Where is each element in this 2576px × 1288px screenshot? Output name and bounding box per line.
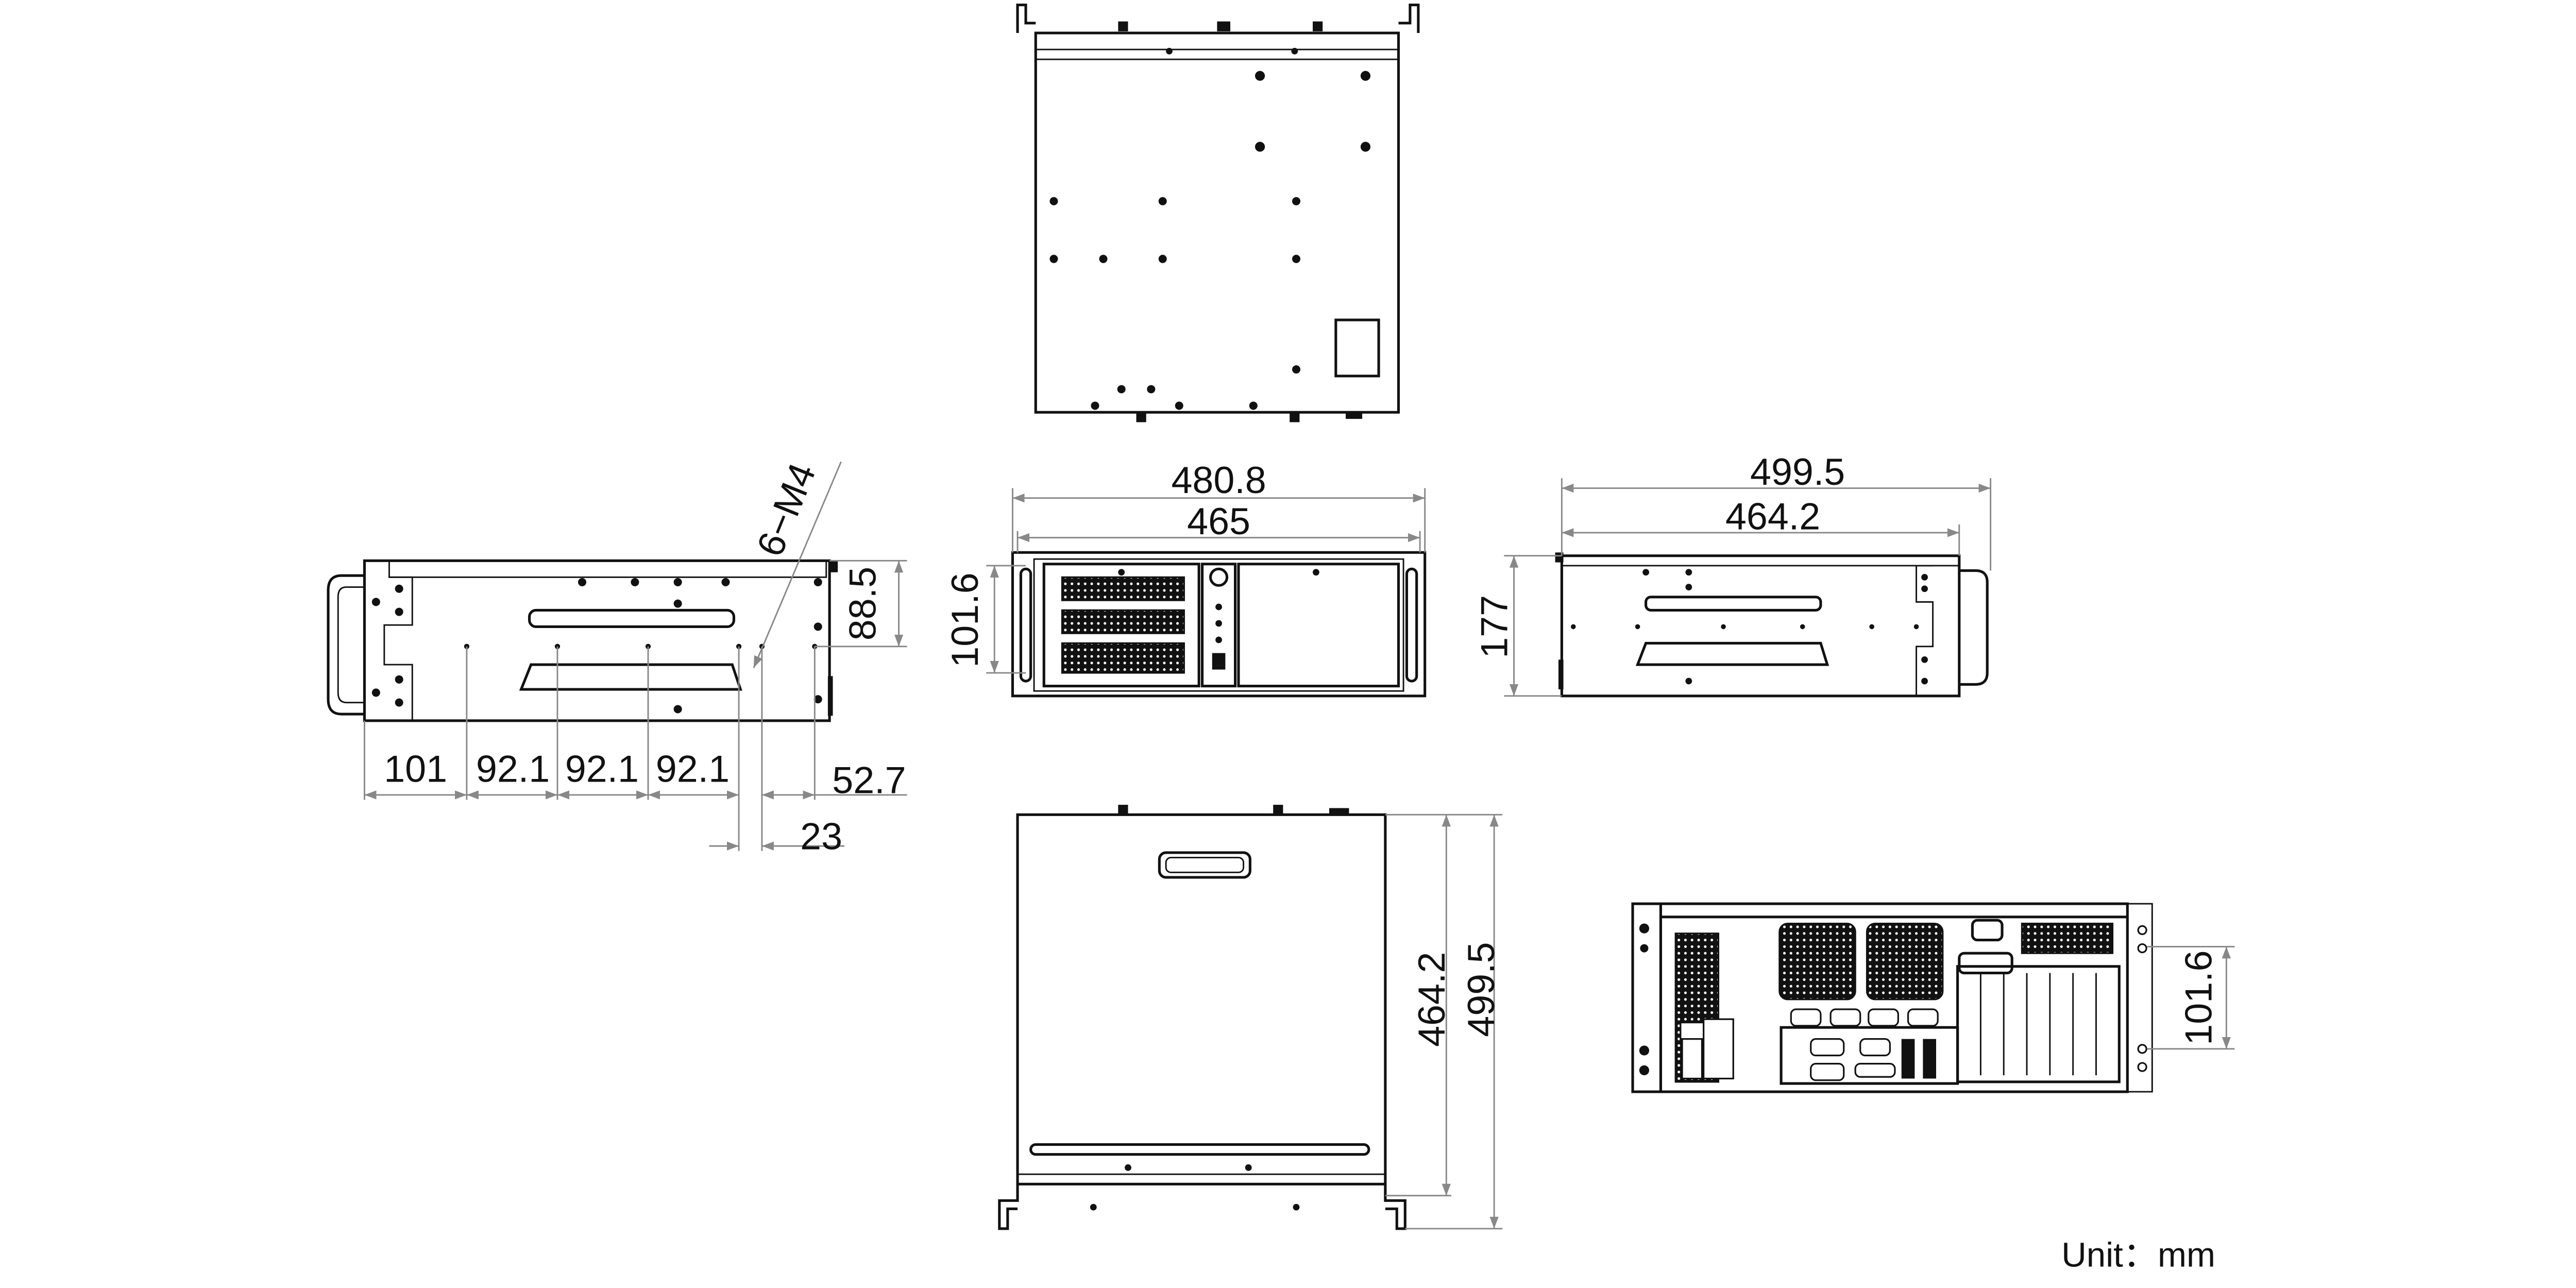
dim-rear-hole-pitch: 101.6 (2177, 951, 2220, 1045)
front-vent-grille (1061, 576, 1185, 674)
dim-88-5: 88.5 (841, 567, 884, 640)
dim-92-1-a: 92.1 (476, 747, 550, 790)
power-inlet-icon (1703, 1018, 1734, 1080)
dim-side-overall-depth: 499.5 (1750, 450, 1845, 493)
power-button-icon (1209, 567, 1229, 587)
screw-callout-6-m4: 6−M4 (748, 457, 824, 562)
dim-52-7: 52.7 (832, 759, 906, 802)
fan-grille-1 (1778, 922, 1856, 1001)
fan-grille-2 (1866, 922, 1944, 1001)
rear-view: 101.6 (1631, 902, 2235, 1093)
dim-23: 23 (800, 815, 842, 858)
dim-bottom-body-depth: 464.2 (1410, 952, 1453, 1047)
dim-side-body-depth: 464.2 (1725, 495, 1820, 538)
dim-body-width: 465 (1187, 500, 1250, 543)
unit-label: Unit：mm (2061, 1235, 2215, 1274)
dim-101: 101 (384, 747, 447, 790)
expansion-slots (1956, 965, 2121, 1083)
bottom-view: 464.2 499.5 (998, 805, 1503, 1230)
front-view: 480.8 465 101.6 (943, 459, 1427, 698)
dim-bottom-overall-depth: 499.5 (1460, 942, 1502, 1037)
dim-92-1-b: 92.1 (565, 747, 639, 790)
right-side-view: 499.5 464.2 177 (1473, 450, 1992, 698)
top-view (1016, 4, 1420, 422)
dim-height-177: 177 (1473, 595, 1516, 658)
top-vent (2021, 922, 2114, 954)
dim-92-1-c: 92.1 (656, 747, 730, 790)
dim-front-hole-pitch: 101.6 (943, 572, 986, 667)
dim-overall-width: 480.8 (1171, 459, 1266, 501)
left-side-view: 101 92.1 92.1 92.1 52.7 23 88.5 6−M4 (327, 457, 907, 858)
